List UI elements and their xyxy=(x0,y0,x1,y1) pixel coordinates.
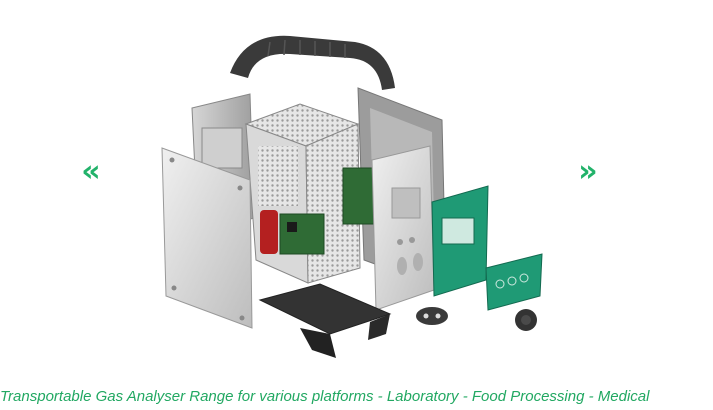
slider-prev-button[interactable]: « xyxy=(76,157,106,187)
slide-caption: Transportable Gas Analyser Range for var… xyxy=(0,388,650,405)
keypad-overlay xyxy=(485,253,543,311)
front-face-plate xyxy=(371,145,435,311)
front-door-panel xyxy=(161,147,253,329)
double-chevron-right-icon: » xyxy=(578,154,598,189)
connector-part xyxy=(416,307,448,325)
double-chevron-left-icon: « xyxy=(81,154,101,189)
slider-next-button[interactable]: » xyxy=(573,157,603,187)
product-exploded-view-image xyxy=(161,35,543,358)
handle-part xyxy=(230,35,395,90)
pcb-board xyxy=(279,213,325,255)
